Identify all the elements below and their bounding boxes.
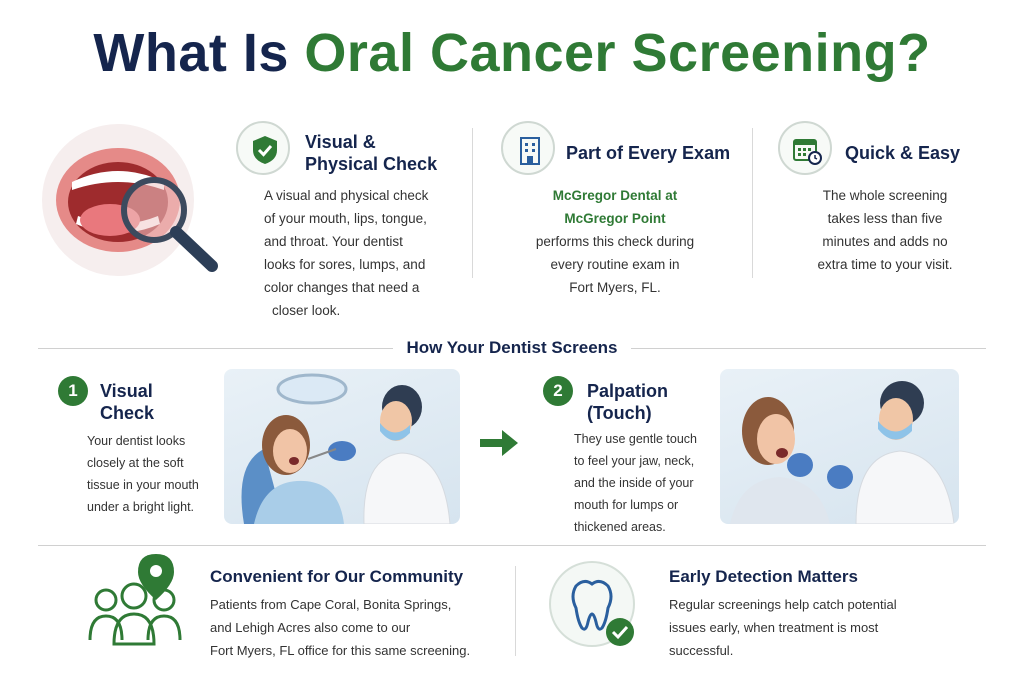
- text-line: Regular screenings help catch potential: [669, 597, 897, 612]
- feature-visual-text: A visual and physical check of your mout…: [264, 184, 464, 322]
- step-visual-text: Your dentist looks closely at the soft t…: [87, 430, 217, 518]
- community-location-icon: [88, 554, 182, 646]
- feature-title-line: Visual &: [305, 132, 376, 152]
- text-line: and throat. Your dentist: [264, 234, 403, 249]
- arrow-right-icon: [480, 430, 518, 456]
- step-visual-title: Visual Check: [100, 380, 154, 424]
- feature-visual-title: Visual & Physical Check: [305, 131, 437, 175]
- step-title-line: Visual: [100, 381, 153, 401]
- text-line: tissue in your mouth: [87, 478, 199, 492]
- text-line: takes less than five: [827, 211, 943, 226]
- text-line: Fort Myers, FL.: [569, 280, 661, 295]
- text-line: looks for sores, lumps, and: [264, 257, 426, 272]
- text-line: of your mouth, lips, tongue,: [264, 211, 427, 226]
- text-line: Patients from Cape Coral, Bonita Springs…: [210, 597, 452, 612]
- step-title-line: (Touch): [587, 403, 652, 423]
- section-divider-line: [38, 545, 986, 546]
- feature-title-line: Physical Check: [305, 154, 438, 174]
- text-line: Your dentist looks: [87, 434, 186, 448]
- mouth-magnifier-illustration: [42, 124, 218, 276]
- text-line: and the inside of your: [574, 476, 694, 490]
- column-divider: [515, 566, 516, 656]
- step-number-badge: 1: [58, 376, 88, 406]
- title-part2: Oral Cancer Screening?: [304, 23, 931, 83]
- column-divider: [472, 128, 473, 278]
- text-line: A visual and physical check: [264, 188, 429, 203]
- text-line: Fort Myers, FL office for this same scre…: [210, 643, 471, 658]
- shield-check-icon: [236, 121, 290, 175]
- calendar-clock-icon: [778, 121, 832, 175]
- text-line: successful.: [669, 643, 734, 658]
- early-detection-title: Early Detection Matters: [669, 567, 858, 586]
- text-line: They use gentle touch: [574, 432, 697, 446]
- section-title: How Your Dentist Screens: [0, 338, 1024, 358]
- step-palpation-text: They use gentle touch to feel your jaw, …: [574, 428, 714, 538]
- title-part1: What Is: [93, 23, 289, 83]
- text-line: color changes that need a: [264, 280, 420, 295]
- text-line: minutes and adds no: [822, 234, 948, 249]
- feature-exam-text: McGregor Dental at McGregor Point perfor…: [510, 184, 720, 299]
- palpation-photo: [720, 369, 959, 524]
- text-line: under a bright light.: [87, 500, 195, 514]
- text-line: performs this check during: [535, 234, 695, 249]
- step-title-line: Palpation: [587, 381, 669, 401]
- page-title: What Is Oral Cancer Screening?: [0, 22, 1024, 84]
- text-line: mouth for lumps or: [574, 498, 679, 512]
- text-line: extra time to your visit.: [817, 257, 953, 272]
- feature-quick-text: The whole screening takes less than five…: [790, 184, 980, 276]
- feature-quick-title: Quick & Easy: [845, 143, 961, 163]
- step-palpation-title: Palpation (Touch): [587, 380, 668, 424]
- step-title-line: Check: [100, 403, 155, 423]
- tooth-check-icon: [549, 561, 635, 647]
- text-line: and Lehigh Acres also come to our: [210, 620, 411, 635]
- step-number-badge: 2: [543, 376, 573, 406]
- text-line: closer look.: [272, 303, 341, 318]
- text-line: issues early, when treatment is most: [669, 620, 879, 635]
- text-line: The whole screening: [822, 188, 948, 203]
- community-text: Patients from Cape Coral, Bonita Springs…: [210, 593, 510, 662]
- building-icon: [501, 121, 555, 175]
- feature-exam-title: Part of Every Exam: [566, 143, 731, 163]
- text-line: closely at the soft: [87, 456, 184, 470]
- early-detection-text: Regular screenings help catch potential …: [669, 593, 969, 662]
- highlight-line: McGregor Point: [564, 211, 666, 226]
- section-title-text: How Your Dentist Screens: [392, 338, 632, 357]
- text-line: to feel your jaw, neck,: [574, 454, 695, 468]
- visual-check-photo: [224, 369, 460, 524]
- text-line: every routine exam in: [550, 257, 680, 272]
- text-line: thickened areas.: [574, 520, 666, 534]
- column-divider: [752, 128, 753, 278]
- community-title: Convenient for Our Community: [210, 567, 464, 586]
- highlight-line: McGregor Dental at: [552, 188, 678, 203]
